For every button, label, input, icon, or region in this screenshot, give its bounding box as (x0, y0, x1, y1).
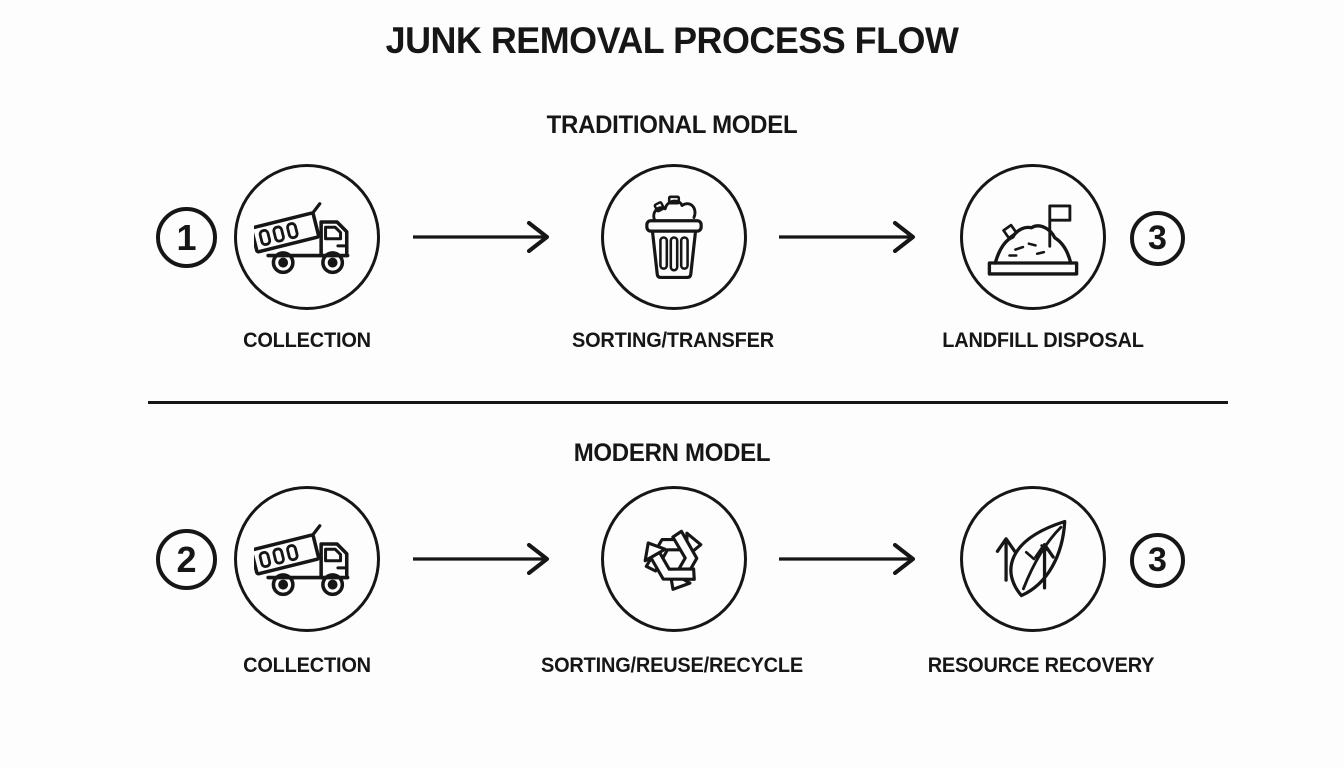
flow-arrow-icon (779, 543, 915, 575)
page-title: JUNK REMOVAL PROCESS FLOW (385, 20, 959, 61)
trash-bin-icon (645, 195, 703, 279)
step-number-badge-2: 2 (156, 529, 217, 590)
recycle-icon (643, 529, 703, 591)
step-circle-landfill-disposal (960, 164, 1106, 310)
step-number-badge-3-modern: 3 (1130, 533, 1185, 588)
dump-truck-icon (254, 202, 350, 275)
step-label-resource-recovery: RESOURCE RECOVERY (927, 654, 1155, 677)
step-circle-collection-traditional (234, 164, 380, 310)
step-label-sorting-reuse-recycle: SORTING/REUSE/RECYCLE (540, 654, 804, 677)
step-label-collection-traditional: COLLECTION (243, 329, 371, 352)
leaf-recovery-icon (995, 519, 1067, 598)
section-heading-modern: MODERN MODEL (573, 439, 771, 467)
flow-arrow-icon (413, 543, 549, 575)
section-heading-traditional: TRADITIONAL MODEL (546, 111, 798, 139)
step-label-sorting-transfer: SORTING/TRANSFER (571, 329, 774, 352)
step-circle-resource-recovery (960, 486, 1106, 632)
step-circle-collection-modern (234, 486, 380, 632)
section-divider (148, 401, 1228, 404)
step-number-badge-3-traditional: 3 (1130, 211, 1185, 266)
dump-truck-icon (254, 524, 350, 597)
step-label-landfill-disposal: LANDFILL DISPOSAL (942, 329, 1144, 352)
step-number-badge-1: 1 (156, 207, 217, 268)
flow-arrow-icon (413, 221, 549, 253)
flow-arrow-icon (779, 221, 915, 253)
landfill-icon (987, 204, 1079, 276)
step-circle-sorting-transfer (601, 164, 747, 310)
step-label-collection-modern: COLLECTION (243, 654, 371, 677)
step-circle-sorting-reuse-recycle (601, 486, 747, 632)
